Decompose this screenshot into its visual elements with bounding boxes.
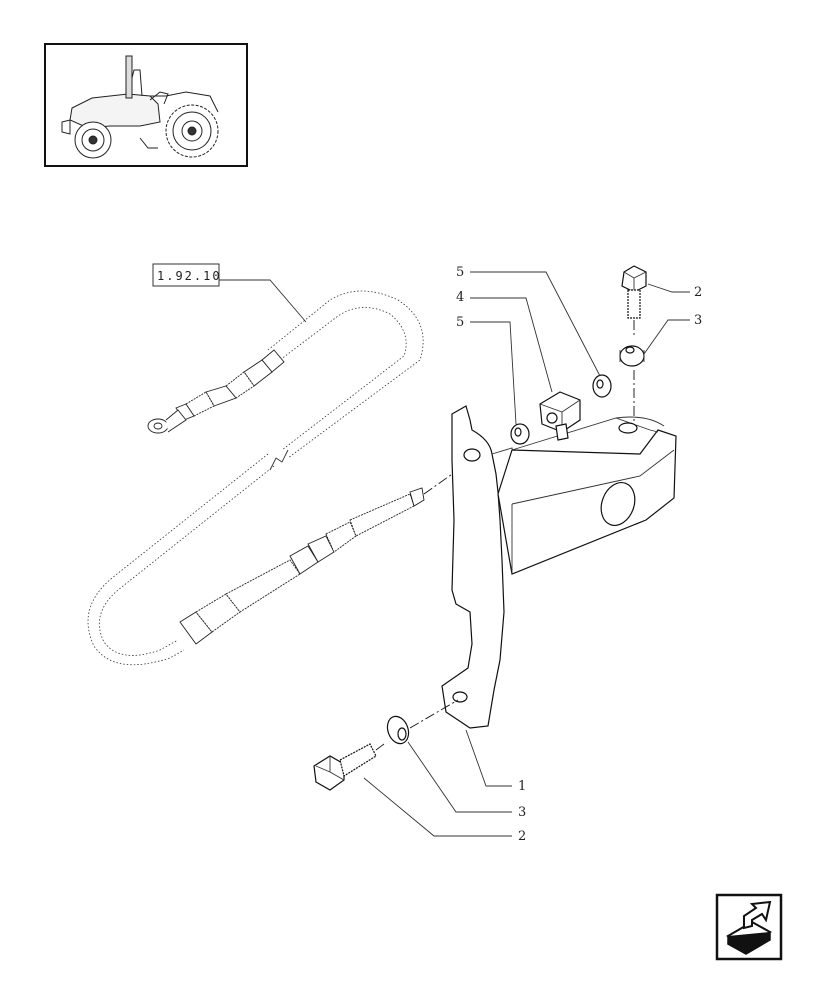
spacer-upper (592, 374, 612, 398)
callout-leaders (363, 271, 690, 837)
callout-5-upper: 5 (456, 265, 464, 280)
lower-axis (375, 699, 459, 751)
reference-box[interactable]: 1.92.10 (152, 263, 222, 287)
reference-label: 1.92.10 (157, 269, 222, 283)
callout-3-upper: 3 (694, 313, 702, 328)
callout-4: 4 (456, 290, 464, 305)
spacer-lower (510, 423, 530, 445)
callout-1: 1 (518, 779, 526, 794)
bracket (441, 405, 677, 729)
callout-3-lower: 3 (518, 805, 526, 820)
upper-bolt (621, 265, 647, 319)
lower-bolt (313, 743, 377, 791)
reference-leader-line (219, 279, 307, 323)
tractor-thumbnail (44, 43, 248, 167)
callout-5-lower: 5 (456, 315, 464, 330)
mounting-block (539, 391, 581, 441)
lower-washer (386, 715, 410, 745)
callout-2-lower: 2 (518, 829, 526, 844)
control-cable (87, 290, 473, 666)
upper-washer (619, 345, 645, 367)
callout-2-upper: 2 (694, 285, 702, 300)
next-page-arrow-icon[interactable] (715, 893, 783, 961)
